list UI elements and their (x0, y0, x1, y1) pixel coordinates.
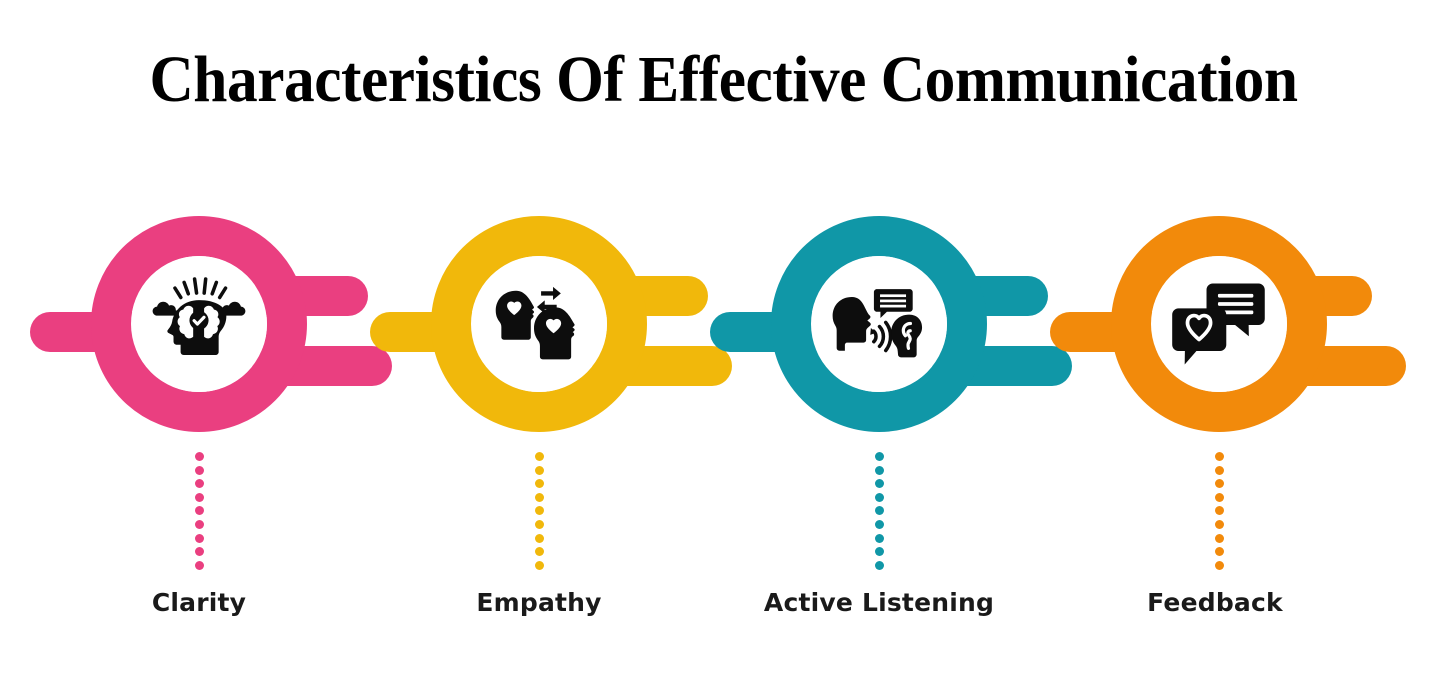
stem-dots-active-listening (875, 452, 884, 570)
two-heads-hearts-exchange-icon (495, 286, 575, 360)
step-icon-disc-empathy (471, 256, 607, 392)
stem-dots-clarity (195, 452, 204, 570)
step-icon-disc-feedback (1151, 256, 1287, 392)
stem-dots-feedback (1215, 452, 1224, 570)
page-title: Characteristics Of Effective Communicati… (149, 43, 1298, 116)
step-node-feedback[interactable] (1111, 216, 1327, 432)
head-with-brain-check-icon (152, 277, 246, 355)
stem-dots-empathy (535, 452, 544, 570)
step-label-clarity: Clarity (151, 588, 247, 617)
step-node-active-listening[interactable] (771, 216, 987, 432)
two-chat-bubbles-heart-icon (1172, 283, 1265, 365)
step-label-active-listening: Active Listening (763, 588, 995, 617)
step-node-empathy[interactable] (431, 216, 647, 432)
step-label-feedback: Feedback (1147, 588, 1283, 617)
step-label-empathy: Empathy (476, 588, 602, 617)
step-icon-disc-active-listening (811, 256, 947, 392)
speaking-head-ear-icon (832, 289, 923, 358)
step-icon-disc-clarity (131, 256, 267, 392)
step-node-clarity[interactable] (91, 216, 307, 432)
